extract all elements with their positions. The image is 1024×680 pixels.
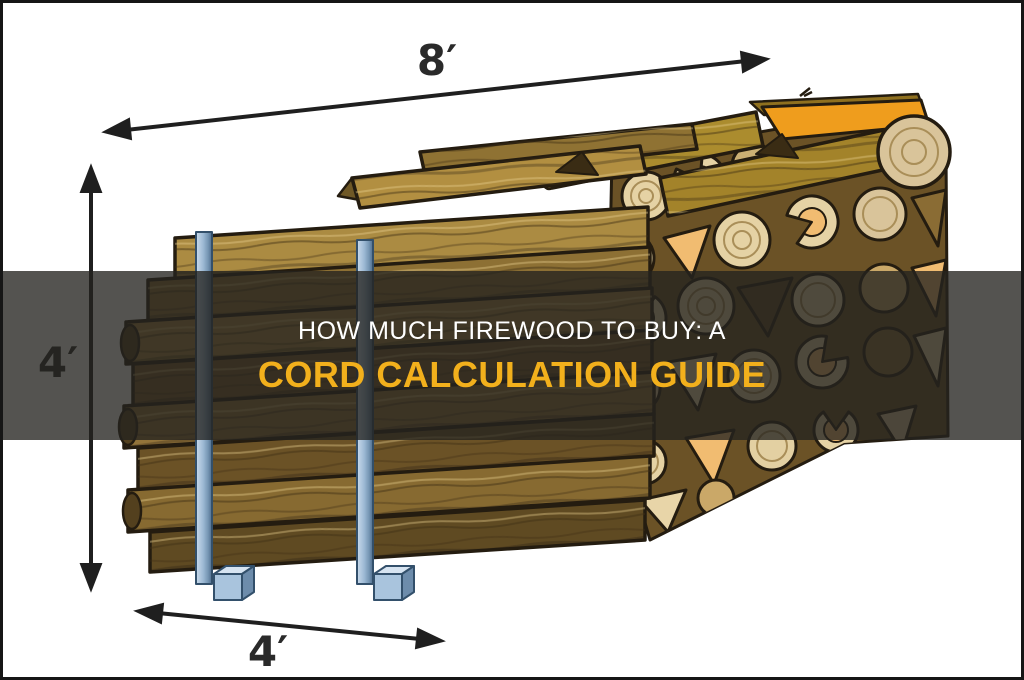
width-label: 8′: [417, 36, 457, 85]
post-foot-left: [213, 565, 255, 601]
banner-title-line2: CORD CALCULATION GUIDE: [257, 353, 767, 395]
banner-title-line1: HOW MUCH FIREWOOD TO BUY: A: [298, 316, 726, 345]
title-banner: HOW MUCH FIREWOOD TO BUY: A CORD CALCULA…: [3, 271, 1021, 440]
depth-label: 4′: [248, 627, 288, 676]
post-foot-right: [373, 565, 415, 601]
large-log-end: [876, 114, 952, 190]
depth-arrow-4ft: [133, 602, 446, 650]
twig: [799, 87, 813, 98]
top-loose-logs: [336, 122, 799, 210]
width-arrow-8ft: [101, 50, 771, 141]
